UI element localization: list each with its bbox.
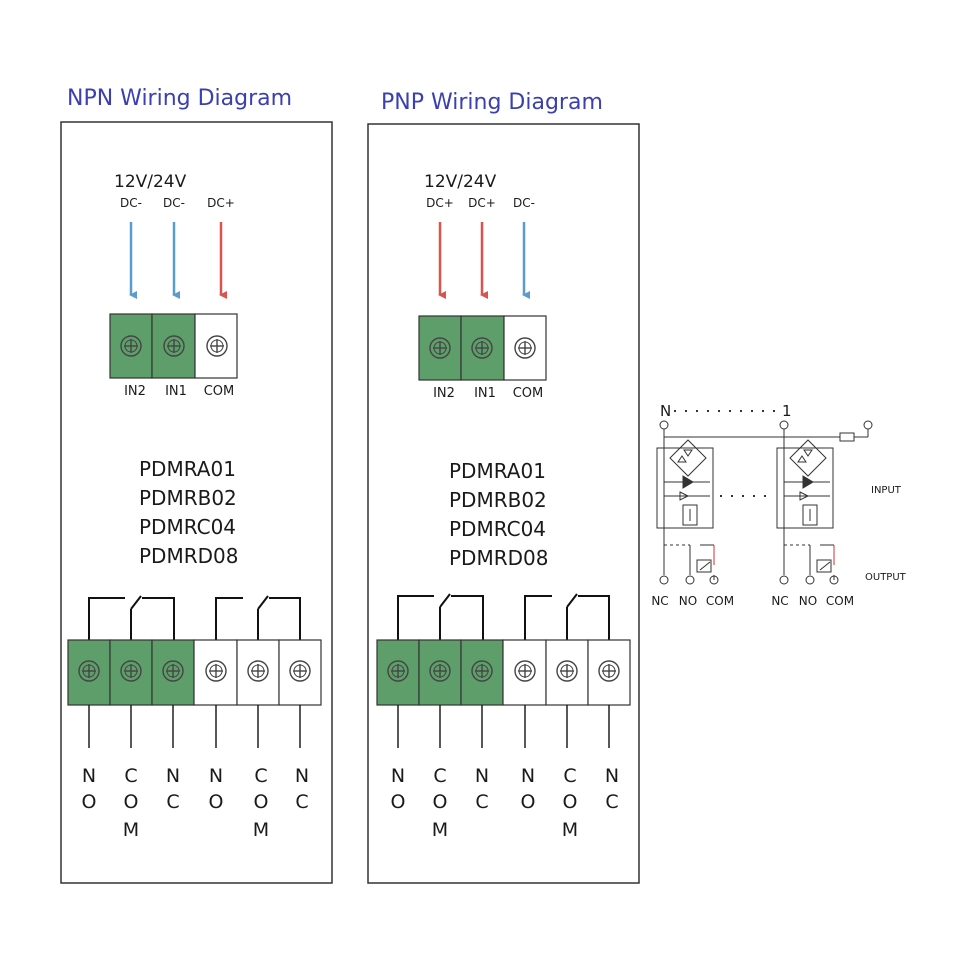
- pnp-output-leads: [397, 705, 610, 748]
- npn-model-3: PDMRC04: [139, 515, 236, 539]
- schematic-channel-start: N: [660, 402, 671, 420]
- pnp-model-3: PDMRC04: [449, 517, 546, 541]
- pnp-relay-contacts: [397, 593, 610, 640]
- pnp-input-label-3: DC-: [513, 196, 535, 210]
- npn-input-label-1: DC-: [120, 196, 142, 210]
- npn-voltage-label: 12V/24V: [114, 172, 187, 192]
- pnp-screw-in2: [429, 337, 451, 359]
- schematic-channel-right: [776, 439, 839, 585]
- npn-input-label-3: DC+: [207, 196, 235, 210]
- pnp-input-label-2: DC+: [468, 196, 496, 210]
- schematic-channel-left: [656, 439, 719, 585]
- pnp-screw-in1: [471, 337, 493, 359]
- pnp-input-terminal-block: [418, 315, 547, 381]
- schematic-right-com: COM: [826, 594, 854, 608]
- relay-schematic: N 1: [651, 402, 906, 608]
- npn-relay-contacts: [88, 595, 301, 640]
- pnp-title: PNP Wiring Diagram: [381, 90, 603, 115]
- pnp-output-terminal-block: [376, 639, 631, 706]
- npn-panel: 12V/24V DC- DC- DC+ IN2 IN1 COM PDMRA01 …: [60, 121, 333, 884]
- npn-output-leads: [88, 705, 301, 748]
- npn-screw-in1: [163, 335, 185, 357]
- npn-screw-in2: [120, 335, 142, 357]
- npn-output-terminal-block: [67, 639, 322, 706]
- pnp-terminal-in2: IN2: [433, 386, 455, 401]
- npn-terminal-in2: IN2: [124, 384, 146, 399]
- pnp-screw-com: [514, 337, 536, 359]
- pnp-model-1: PDMRA01: [449, 459, 546, 483]
- pnp-terminal-in1: IN1: [474, 386, 496, 401]
- schematic-output-label: OUTPUT: [865, 572, 907, 583]
- schematic-right-nc: NC: [771, 594, 788, 608]
- pnp-voltage-label: 12V/24V: [424, 172, 497, 192]
- npn-model-4: PDMRD08: [139, 544, 238, 568]
- pnp-input-label-1: DC+: [426, 196, 454, 210]
- pnp-module-outline: [367, 123, 640, 884]
- schematic-left-com: COM: [706, 594, 734, 608]
- schematic-left-nc: NC: [651, 594, 668, 608]
- schematic-right-no: NO: [799, 594, 817, 608]
- schematic-input-label: INPUT: [871, 485, 902, 496]
- npn-input-terminal-block: [109, 313, 238, 379]
- npn-model-2: PDMRB02: [139, 486, 237, 510]
- pnp-model-4: PDMRD08: [449, 546, 548, 570]
- pnp-terminal-com: COM: [513, 386, 544, 401]
- schematic-channel-end: 1: [782, 402, 792, 420]
- npn-terminal-com: COM: [204, 384, 235, 399]
- npn-module-outline: [60, 121, 333, 884]
- npn-input-label-2: DC-: [163, 196, 185, 210]
- npn-model-1: PDMRA01: [139, 457, 236, 481]
- pnp-panel: 12V/24V DC+ DC+ DC- IN2 IN1 COM PDMRA01 …: [367, 123, 640, 884]
- npn-terminal-in1: IN1: [165, 384, 187, 399]
- npn-title: NPN Wiring Diagram: [67, 86, 293, 111]
- schematic-left-no: NO: [679, 594, 697, 608]
- npn-screw-com: [206, 335, 228, 357]
- pnp-model-2: PDMRB02: [449, 488, 547, 512]
